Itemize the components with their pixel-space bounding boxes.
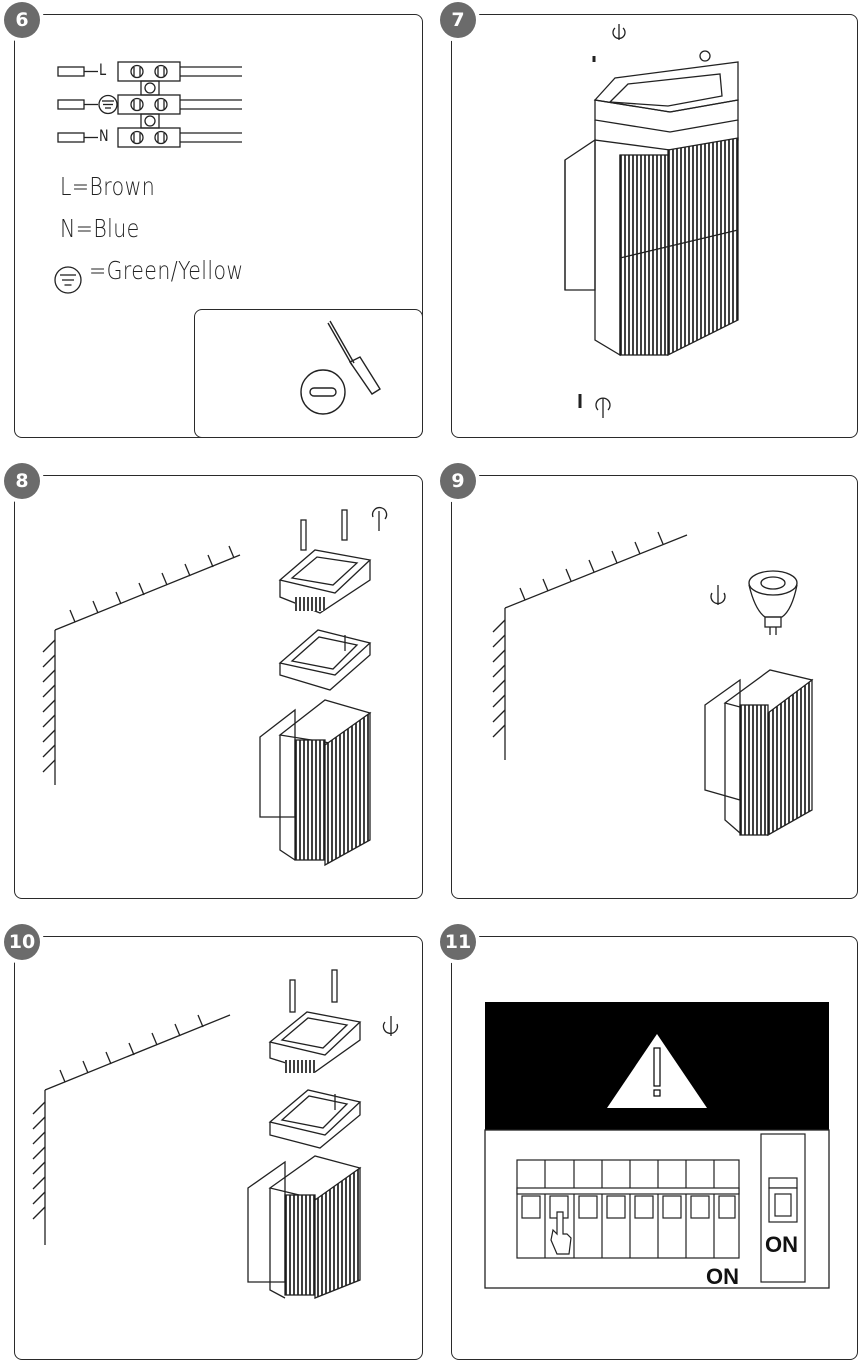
step-7-badge: 7 [440,2,476,38]
step-9-badge: 9 [440,463,476,499]
step-10-panel [14,936,423,1360]
bulb-and-lamp-9 [704,570,814,837]
main-switch-on-label: ON [765,1232,798,1257]
terminal-block-diagram [57,61,242,148]
legend-neutral: N=Blue [60,214,140,243]
terminal-n-label: N [99,126,109,145]
hand-pointer-icon [550,1211,572,1255]
step-6-badge: 6 [4,2,40,38]
wall-illustration-9 [492,531,688,760]
screwdriver-icon [300,320,381,415]
wall-illustration-8 [42,545,241,785]
step-11-badge: 11 [440,924,476,960]
power-warning-diagram [484,1002,830,1289]
breaker-on-label: ON [706,1264,739,1289]
terminal-l-label: L [99,60,107,79]
lamp-exploded-8 [259,506,388,867]
lamp-exploded-10 [247,969,399,1299]
screwdriver-inset [194,309,423,438]
step-10-badge: 10 [4,924,40,960]
step-8-badge: 8 [4,463,40,499]
legend-earth: =Green/Yellow [89,256,244,285]
step-9-panel [451,475,858,899]
legend-live: L=Brown [60,172,156,201]
wall-illustration-10 [32,1014,231,1245]
lamp-body-assembled [564,24,739,418]
earth-icon [54,266,82,294]
